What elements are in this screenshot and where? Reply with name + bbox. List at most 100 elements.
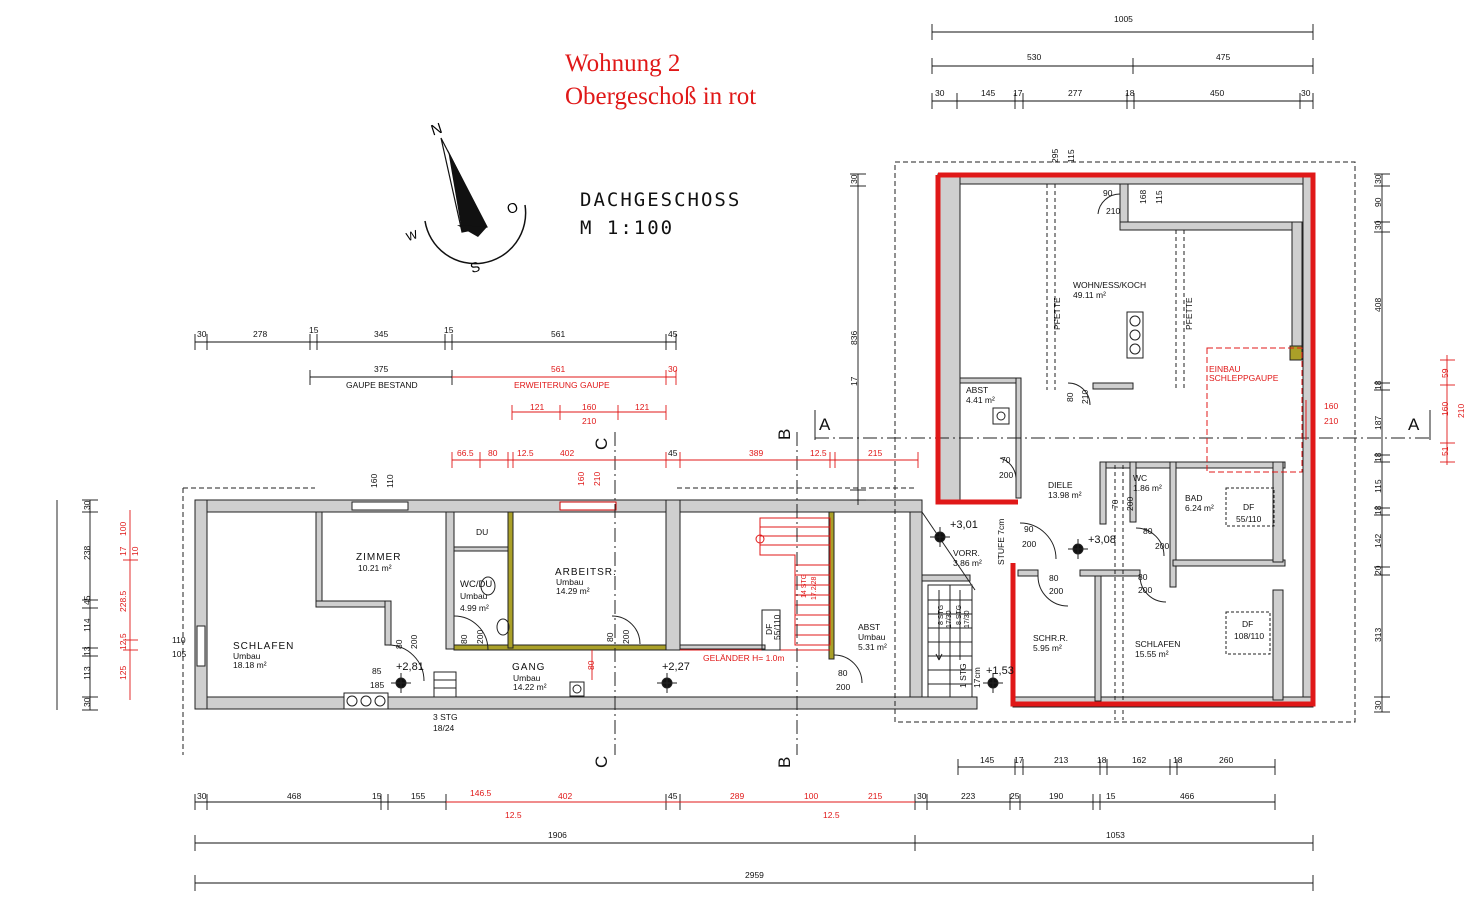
dim-right-30b: 30 — [1373, 220, 1383, 230]
room-wcdu-area: 4.99 m² — [460, 603, 489, 613]
dim-d80h: 80 — [838, 668, 848, 678]
room-schlafen-left-area: 18.18 m² — [233, 660, 267, 670]
room-bad-area: 6.24 m² — [1185, 503, 1214, 513]
room-zimmer: ZIMMER — [356, 552, 401, 563]
dim-top-row-0: 30 — [935, 88, 945, 98]
dim-bot-9: 215 — [868, 791, 882, 801]
room-diele-area: 13.98 m² — [1048, 490, 1082, 500]
dim-win4-115: 115 — [1154, 190, 1164, 204]
dim-win2-160: 160 — [576, 472, 586, 486]
compass-s: S — [468, 258, 482, 276]
level-marker-icon — [391, 527, 1088, 693]
dim-top-row-3: 277 — [1068, 88, 1082, 98]
dim-bot-11: 223 — [961, 791, 975, 801]
room-gang: GANG — [512, 662, 545, 673]
room-diele: DIELE — [1048, 480, 1073, 490]
dim-win-row-1: 160 — [582, 402, 596, 412]
level-3-01: +3,01 — [950, 519, 978, 531]
dim-bot-7: 289 — [730, 791, 744, 801]
dim-left-114: 114 — [82, 618, 92, 632]
compass-w: W — [404, 227, 420, 244]
dimension-lines-red — [123, 355, 1455, 803]
room-abst-left-sub: Umbau — [858, 632, 886, 642]
room-schr: SCHR.R. — [1033, 633, 1068, 643]
dim-left-30: 30 — [82, 697, 92, 707]
label-stair14-dim: 17.2/28 — [811, 577, 818, 600]
room-schlafen-right: SCHLAFEN — [1135, 639, 1180, 649]
label-3stg-dim: 18/24 — [433, 723, 455, 733]
dim-d200e: 200 — [1049, 586, 1063, 596]
label-df3-dim: 55/110 — [1236, 514, 1262, 524]
dim-left-red-1: 17 — [118, 546, 128, 556]
dim-left-45: 45 — [82, 595, 92, 605]
dim-win-row-0: 121 — [530, 402, 544, 412]
dim-win1-110: 110 — [385, 474, 395, 488]
dim-left-238: 238 — [82, 546, 92, 560]
dim-d200h: 200 — [475, 630, 485, 644]
dim-win1-160: 160 — [369, 474, 379, 488]
dim-d200f: 200 — [1138, 585, 1152, 595]
dim-right-30a: 30 — [1373, 174, 1383, 184]
dim-bot-small-0: 12.5 — [505, 810, 522, 820]
dim-bot-0: 30 — [197, 791, 207, 801]
dim-d210a: 210 — [1106, 206, 1120, 216]
dim-botr-5: 18 — [1173, 755, 1183, 765]
dim-d70b: 70 — [1110, 499, 1120, 509]
dim-left-red-2: 10 — [130, 546, 140, 556]
dim-d80d: 80 — [1138, 572, 1148, 582]
dim-bot-12: 25 — [1010, 791, 1020, 801]
dim-right-red-1: 160 — [1440, 402, 1450, 416]
dim-win-row-2: 121 — [635, 402, 649, 412]
dim-right-90: 90 — [1373, 197, 1383, 207]
dim-right-red-3: 210 — [1456, 404, 1466, 418]
label-df3: DF — [1243, 502, 1254, 512]
dim-bot-15: 466 — [1180, 791, 1194, 801]
dim-top-530: 530 — [1027, 52, 1041, 62]
room-vorr-area: 3.86 m² — [953, 558, 982, 568]
section-b-top: B — [775, 429, 794, 440]
dim-bot-14: 15 — [1106, 791, 1116, 801]
dim-bot-10: 30 — [917, 791, 927, 801]
dim-bot-1: 468 — [287, 791, 301, 801]
dim-bot-8: 100 — [804, 791, 818, 801]
dim-top-total: 1005 — [1114, 14, 1133, 24]
dim-right-20: 20 — [1373, 565, 1383, 575]
dim-win-210: 210 — [582, 416, 596, 426]
room-schlafen-left-sub: Umbau — [233, 651, 261, 661]
dim-bot-5: 402 — [558, 791, 572, 801]
dim-d80i: 80 — [586, 660, 596, 670]
section-a-left: A — [819, 415, 831, 434]
label-stufe: STUFE 7cm — [996, 519, 1006, 565]
dim-left-win-105: 105 — [172, 649, 186, 659]
label-df1-dim: 55/110 — [772, 614, 782, 640]
dim-d85: 85 — [372, 666, 382, 676]
dim-d200c: 200 — [1022, 539, 1036, 549]
dim-left-red-5: 125 — [118, 666, 128, 680]
stair-left — [680, 517, 831, 651]
dim-win3-295: 295 — [1050, 149, 1060, 163]
dim-botr-1: 17 — [1014, 755, 1024, 765]
dim-botr-6: 260 — [1219, 755, 1233, 765]
label-df1: DF — [764, 624, 774, 635]
room-abst-right: ABST — [966, 385, 988, 395]
dim-gaupe-3: 345 — [374, 329, 388, 339]
apartment-2-outline — [935, 172, 1316, 707]
label-einbau: EINBAU — [1209, 364, 1241, 374]
dim-top-row-1: 145 — [981, 88, 995, 98]
chimney-icon-2 — [343, 692, 389, 710]
dim-total-1906: 1906 — [548, 830, 567, 840]
label-erweiterung: ERWEITERUNG GAUPE — [514, 380, 610, 390]
dim-right-18c: 18 — [1373, 505, 1383, 515]
dim-right-408: 408 — [1373, 298, 1383, 312]
dim-gaupe-4: 15 — [444, 325, 454, 335]
room-schlafen-left: SCHLAFEN — [233, 641, 294, 652]
label-stair8b: 8 STG — [956, 605, 963, 625]
dim-right-313: 313 — [1373, 628, 1383, 642]
dim-right-115: 115 — [1373, 479, 1383, 493]
stair-right — [927, 584, 973, 698]
dim-botr-4: 162 — [1132, 755, 1146, 765]
room-vorr: VORR. — [953, 548, 980, 558]
dim-top-row-4: 18 — [1125, 88, 1135, 98]
room-arbeitsr: ARBEITSR. — [555, 567, 617, 578]
label-stair8a-dim: 17/30 — [946, 610, 953, 628]
